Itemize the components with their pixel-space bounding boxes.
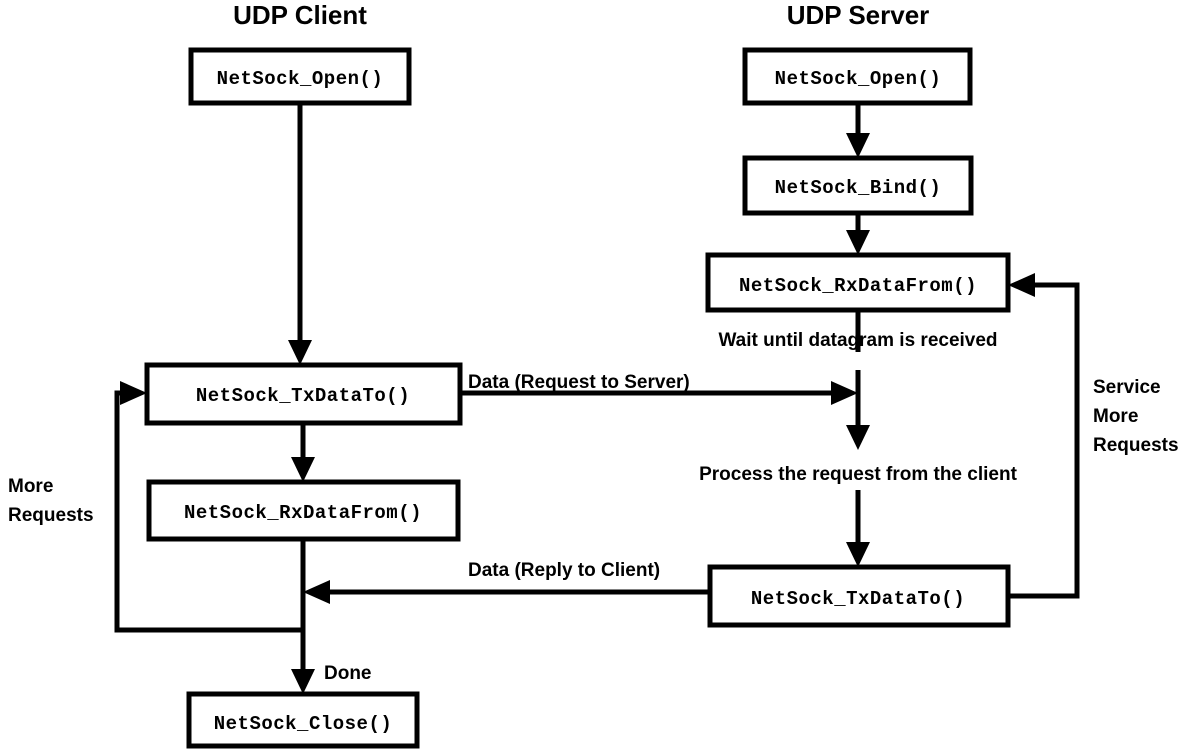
client-node-rx-data-from-label: NetSock_RxDataFrom()	[184, 502, 422, 524]
server-node-bind[interactable]: NetSock_Bind()	[742, 155, 974, 216]
server-node-rx-data-from[interactable]: NetSock_RxDataFrom()	[705, 252, 1011, 313]
server-node-open[interactable]: NetSock_Open()	[742, 47, 973, 106]
client-more-requests-loop-arrowhead	[120, 381, 147, 405]
server-process-arrowhead	[846, 425, 870, 450]
server-node-open-rect	[742, 47, 973, 106]
client-node-close[interactable]: NetSock_Close()	[186, 691, 420, 749]
done-edge-label: Done	[324, 663, 372, 684]
server-loop-label-line1: Service	[1093, 377, 1161, 398]
server-node-open-label: NetSock_Open()	[775, 68, 942, 90]
client-node-tx-data-to[interactable]: NetSock_TxDataTo()	[144, 362, 463, 426]
server-node-rx-data-from-rect	[705, 252, 1011, 313]
server-column-title: UDP Server	[787, 0, 930, 30]
client-node-close-rect	[186, 691, 420, 749]
server-bind-to-rx-arrowhead	[846, 230, 870, 255]
request-arrow-into-server-head	[831, 381, 858, 405]
client-open-to-tx-arrowhead	[288, 340, 312, 365]
client-rx-to-close-arrowhead	[291, 669, 315, 694]
server-node-tx-data-to-rect	[707, 564, 1011, 628]
reply-arrow-into-client-head	[303, 580, 330, 604]
client-node-rx-data-from[interactable]: NetSock_RxDataFrom()	[146, 479, 461, 542]
client-loop-label-line1: More	[8, 476, 53, 497]
server-node-bind-label: NetSock_Bind()	[775, 177, 942, 199]
client-node-open-rect	[188, 47, 412, 106]
server-service-loop-arrowhead	[1008, 273, 1035, 297]
server-process-to-tx-arrowhead	[846, 542, 870, 567]
server-node-rx-data-from-label: NetSock_RxDataFrom()	[739, 275, 977, 297]
server-service-loop-path	[1008, 282, 1080, 599]
reply-edge-label: Data (Reply to Client)	[468, 560, 660, 581]
server-node-bind-rect	[742, 155, 974, 216]
server-loop-label-line2: More	[1093, 406, 1138, 427]
client-node-rx-data-from-rect	[146, 479, 461, 542]
client-node-open-label: NetSock_Open()	[217, 68, 384, 90]
server-loop-label-line3: Requests	[1093, 435, 1179, 456]
client-column-title: UDP Client	[233, 0, 367, 30]
request-edge-label: Data (Request to Server)	[468, 372, 690, 393]
client-node-tx-data-to-label: NetSock_TxDataTo()	[196, 385, 410, 407]
client-node-open[interactable]: NetSock_Open()	[188, 47, 412, 106]
client-loop-label-line2: Requests	[8, 505, 94, 526]
client-tx-to-rx-arrowhead	[291, 457, 315, 482]
server-node-tx-data-to-label: NetSock_TxDataTo()	[751, 588, 965, 610]
server-node-tx-data-to[interactable]: NetSock_TxDataTo()	[707, 564, 1011, 628]
client-node-close-label: NetSock_Close()	[214, 713, 393, 735]
server-open-to-bind-arrowhead	[846, 133, 870, 158]
server-process-note: Process the request from the client	[699, 464, 1017, 485]
server-wait-note: Wait until datagram is received	[718, 330, 997, 351]
